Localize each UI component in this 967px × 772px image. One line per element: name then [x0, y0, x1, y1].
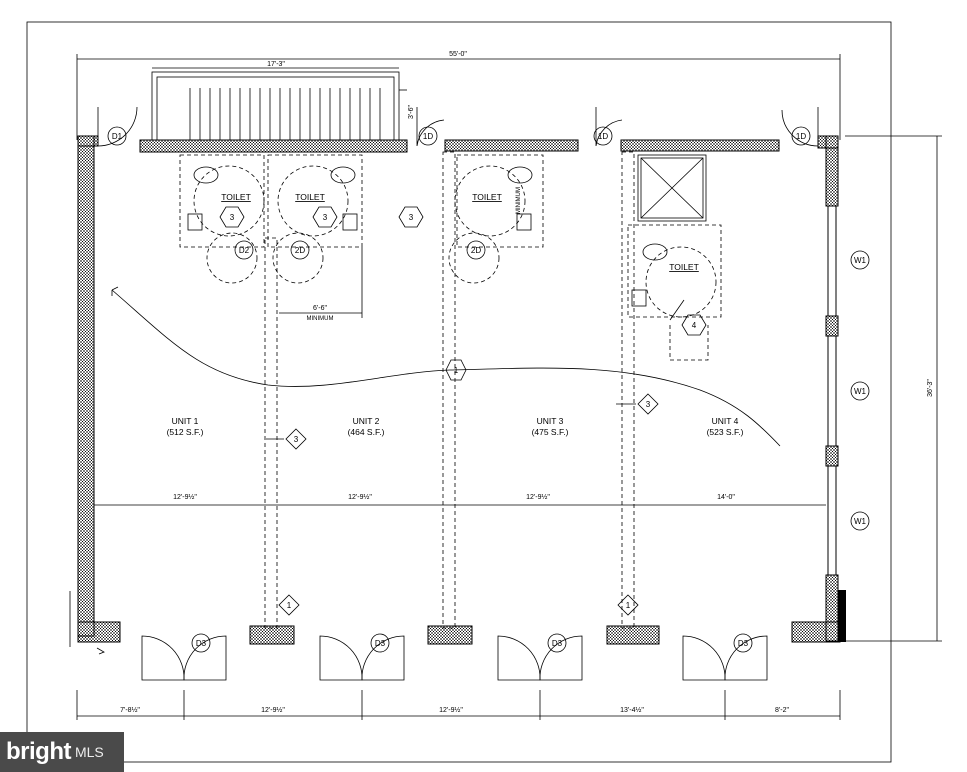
svg-text:D1: D1 — [112, 132, 123, 141]
bottom-dim-3: 12'-9½" — [439, 706, 463, 714]
exterior-walls — [69, 135, 846, 647]
door-tag-1d-c: 1D — [791, 126, 811, 146]
diamond-tag-1b: 1 — [617, 594, 639, 616]
window-tags: W1 W1 W1 — [850, 250, 870, 531]
door-tag-1d-b: 1D — [593, 126, 613, 146]
interior-dim-4: 14'-0" — [717, 494, 735, 501]
svg-text:D3: D3 — [196, 639, 207, 648]
svg-text:D3: D3 — [552, 639, 563, 648]
door-tag-d3-2: D3 — [370, 633, 390, 653]
svg-text:W1: W1 — [854, 387, 867, 396]
stair-depth-label: 3'-6" — [408, 105, 415, 119]
demising-walls — [264, 151, 635, 629]
hex-tag-3b: 3 — [312, 206, 338, 228]
svg-text:1: 1 — [626, 601, 631, 610]
unit-labels: UNIT 1 (512 S.F.) UNIT 2 (464 S.F.) UNIT… — [167, 416, 744, 437]
svg-text:D2: D2 — [239, 246, 250, 255]
minimum-label-3: MINIMUM — [516, 187, 522, 214]
svg-text:1D: 1D — [598, 132, 608, 141]
unit-3-area: (475 S.F.) — [532, 427, 569, 437]
unit-2-name: UNIT 2 — [353, 416, 380, 426]
door-tag-2d-a: 2D — [290, 240, 310, 260]
door-tag-d3-1: D3 — [191, 633, 211, 653]
hex-tag-4: 4 — [681, 314, 707, 336]
sheet-border — [26, 21, 892, 763]
bottom-dim-2: 12'-9½" — [261, 706, 285, 714]
interior-dim-2: 12'-9½" — [348, 493, 372, 501]
toilet-label-4: TOILET — [669, 262, 699, 272]
unit-4-area: (523 S.F.) — [707, 427, 744, 437]
door-tags: D1 1D 1D 1D D2 2D 2D D3 D3 D3 D3 — [107, 126, 811, 653]
stair-width-label: 17'-3" — [267, 61, 285, 68]
svg-text:2D: 2D — [295, 246, 305, 255]
interior-dimension-line: 12'-9½" 12'-9½" 12'-9½" 14'-0" — [94, 493, 826, 506]
hex-tag-3a: 3 — [219, 206, 245, 228]
diamond-tags: 3 3 1 1 — [266, 393, 659, 616]
svg-text:3: 3 — [230, 213, 235, 222]
svg-text:2D: 2D — [471, 246, 481, 255]
toilet-label-2: TOILET — [295, 192, 325, 202]
window-tag-2: W1 — [850, 381, 870, 401]
svg-text:D3: D3 — [375, 639, 386, 648]
diamond-tag-3a: 3 — [285, 428, 307, 450]
brand-logo: bright MLS — [0, 732, 124, 772]
svg-text:3: 3 — [294, 435, 299, 444]
stair: 17'-3" 3'-6" — [151, 61, 415, 141]
overall-depth-label: 36'-3" — [927, 379, 934, 397]
door-tag-d3-3: D3 — [547, 633, 567, 653]
svg-text:W1: W1 — [854, 517, 867, 526]
hexagon-tags: 3 3 3 1 4 — [219, 206, 707, 381]
svg-text:3: 3 — [646, 400, 651, 409]
door-tag-2d-b: 2D — [466, 240, 486, 260]
hex-tag-1: 1 — [445, 359, 467, 381]
unit-2-area: (464 S.F.) — [348, 427, 385, 437]
toilet-label-1: TOILET — [221, 192, 251, 202]
brand-suffix: MLS — [74, 744, 104, 760]
svg-text:3: 3 — [409, 213, 414, 222]
minimum-label: MINIMUM — [307, 316, 334, 322]
door-tag-d3-4: D3 — [733, 633, 753, 653]
diamond-tag-3b: 3 — [637, 393, 659, 415]
diamond-tag-1a: 1 — [278, 594, 300, 616]
hex-tag-3c: 3 — [398, 206, 424, 228]
toilet-unit-3: TOILET MINIMUM — [448, 154, 544, 284]
toilet-label-3: TOILET — [472, 192, 502, 202]
window-tag-3: W1 — [850, 511, 870, 531]
rear-doors — [97, 106, 819, 147]
toilet-unit-4: TOILET — [627, 154, 722, 361]
svg-text:D3: D3 — [738, 639, 749, 648]
svg-text:1D: 1D — [796, 132, 806, 141]
unit-4-name: UNIT 4 — [712, 416, 739, 426]
unit-3-name: UNIT 3 — [537, 416, 564, 426]
svg-text:1: 1 — [287, 601, 292, 610]
brand-wordmark: bright — [6, 738, 71, 765]
bottom-dim-1: 7'-8½" — [120, 706, 140, 714]
bottom-dim-5: 8'-2" — [775, 707, 789, 714]
svg-text:1: 1 — [454, 366, 459, 375]
unit-1-name: UNIT 1 — [172, 416, 199, 426]
unit-1-area: (512 S.F.) — [167, 427, 204, 437]
interior-dim-3: 12'-9½" — [526, 493, 550, 501]
overall-width-label: 55'-0" — [449, 51, 467, 58]
window-tag-1: W1 — [850, 250, 870, 270]
overall-depth-dimension: 36'-3" — [845, 135, 942, 642]
front-doors — [96, 635, 768, 681]
toilet-unit-2: TOILET 6'-6" MINIMUM — [267, 154, 363, 322]
svg-text:4: 4 — [692, 321, 697, 330]
svg-text:W1: W1 — [854, 256, 867, 265]
bottom-dimension-string: 7'-8½" 12'-9½" 12'-9½" 13'-4½" 8'-2" — [76, 690, 841, 720]
door-tag-1d-a: 1D — [418, 126, 438, 146]
svg-text:1D: 1D — [423, 132, 433, 141]
bottom-dim-4: 13'-4½" — [620, 706, 644, 714]
toilet-clearance-label: 6'-6" — [313, 305, 327, 312]
toilet-unit-1: TOILET — [179, 154, 265, 284]
door-tag-d2: D2 — [234, 240, 254, 260]
svg-text:3: 3 — [323, 213, 328, 222]
interior-dim-1: 12'-9½" — [173, 493, 197, 501]
door-tag-d1: D1 — [107, 126, 127, 146]
reference-curve — [111, 289, 781, 447]
overall-width-dimension: 55'-0" — [76, 51, 841, 140]
